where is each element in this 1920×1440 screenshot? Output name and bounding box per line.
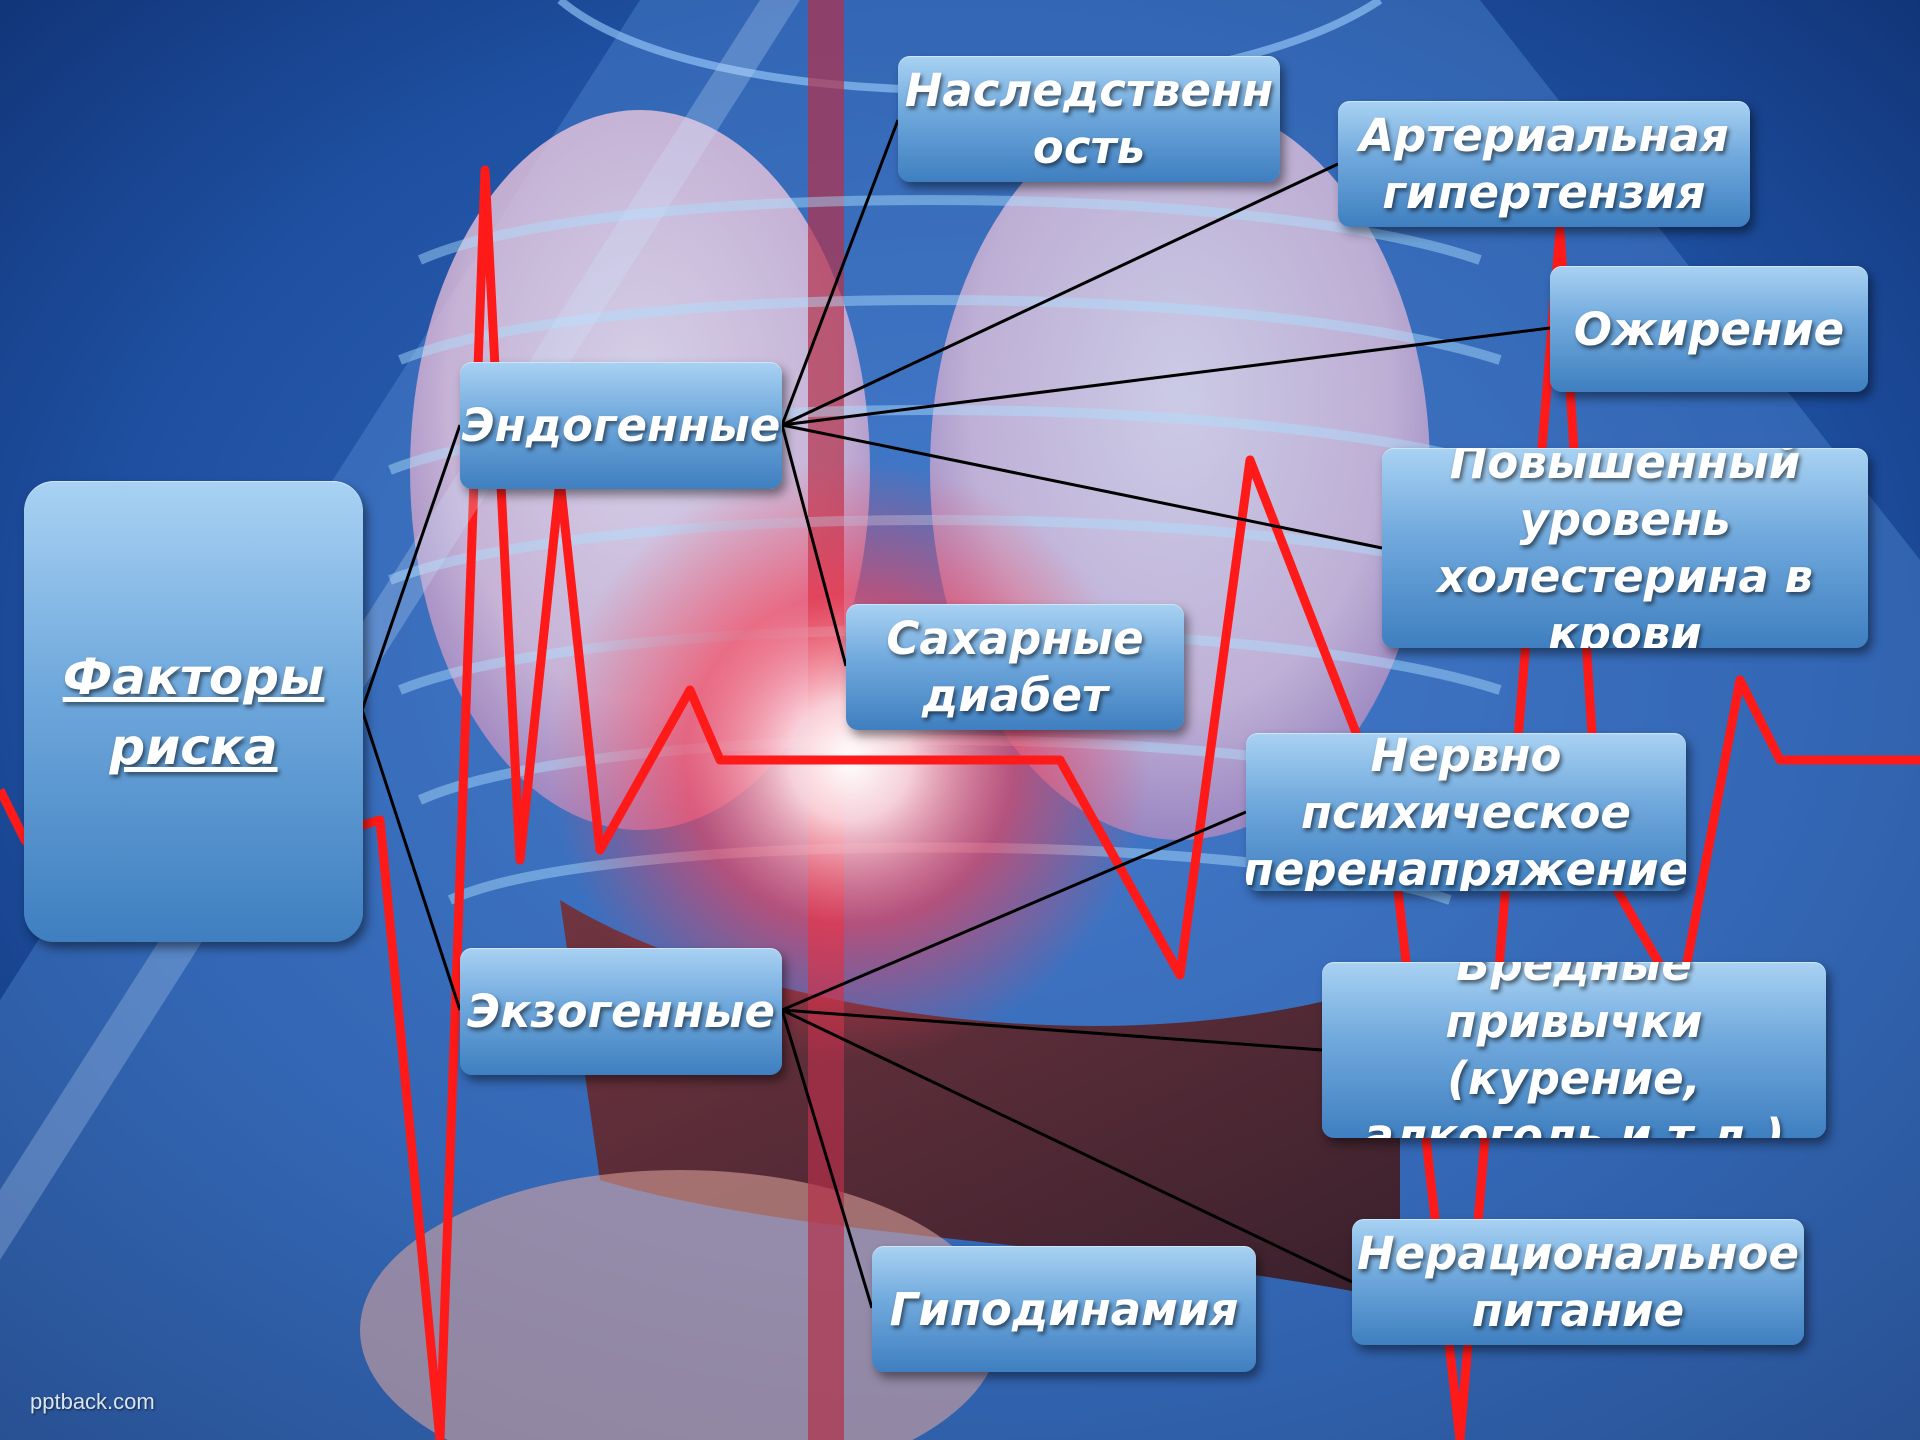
factor-node-nutrition: Нерациональное питание — [1352, 1219, 1804, 1345]
connector-exo-nutrition — [782, 1010, 1352, 1282]
factor-node-hypertension: Артериальная гипертензия — [1338, 101, 1750, 227]
factor-node-label: Повышенный уровень холестерина в крови — [1392, 448, 1858, 648]
factor-node-nervous-strain: Нервно психическое перенапряжение — [1246, 733, 1686, 891]
connector-endo-obesity — [782, 328, 1550, 425]
connector-exo-nervous — [782, 812, 1246, 1010]
group-node-label: Эндогенные — [462, 397, 781, 454]
factor-node-cholesterol: Повышенный уровень холестерина в крови — [1382, 448, 1868, 648]
connector-exo-hypodynamia — [782, 1010, 872, 1308]
factor-node-label: Гиподинамия — [890, 1281, 1239, 1338]
group-node-exogenous: Экзогенные — [460, 948, 782, 1075]
factor-node-diabetes: Сахарные диабет — [846, 604, 1184, 730]
connector-endo-diabetes — [782, 425, 846, 666]
factor-node-label: Нерациональное питание — [1357, 1225, 1799, 1339]
root-node-risk-factors: Факторы риска — [24, 481, 363, 942]
factor-node-bad-habits: Вредные привычки (курение, алкоголь и т.… — [1322, 962, 1826, 1138]
factor-node-hypodynamia: Гиподинамия — [872, 1246, 1256, 1372]
factor-node-obesity: Ожирение — [1550, 266, 1868, 392]
factor-node-label: Наследственн ость — [905, 62, 1273, 176]
factor-node-label: Ожирение — [1574, 301, 1844, 358]
connector-exo-habits — [782, 1010, 1322, 1050]
connector-root-endo — [362, 425, 460, 710]
factor-node-label: Вредные привычки (курение, алкоголь и т.… — [1332, 962, 1816, 1138]
watermark-text: pptback.com — [30, 1389, 155, 1415]
factor-node-hereditary: Наследственн ость — [898, 56, 1280, 182]
connector-endo-cholesterol — [782, 425, 1382, 548]
factor-node-label: Сахарные диабет — [856, 610, 1174, 724]
root-node-label: Факторы риска — [34, 642, 353, 782]
factor-node-label: Артериальная гипертензия — [1348, 107, 1740, 221]
factor-node-label: Нервно психическое перенапряжение — [1246, 733, 1686, 891]
connector-root-exo — [362, 710, 460, 1010]
group-node-label: Экзогенные — [467, 983, 775, 1040]
group-node-endogenous: Эндогенные — [460, 362, 782, 489]
